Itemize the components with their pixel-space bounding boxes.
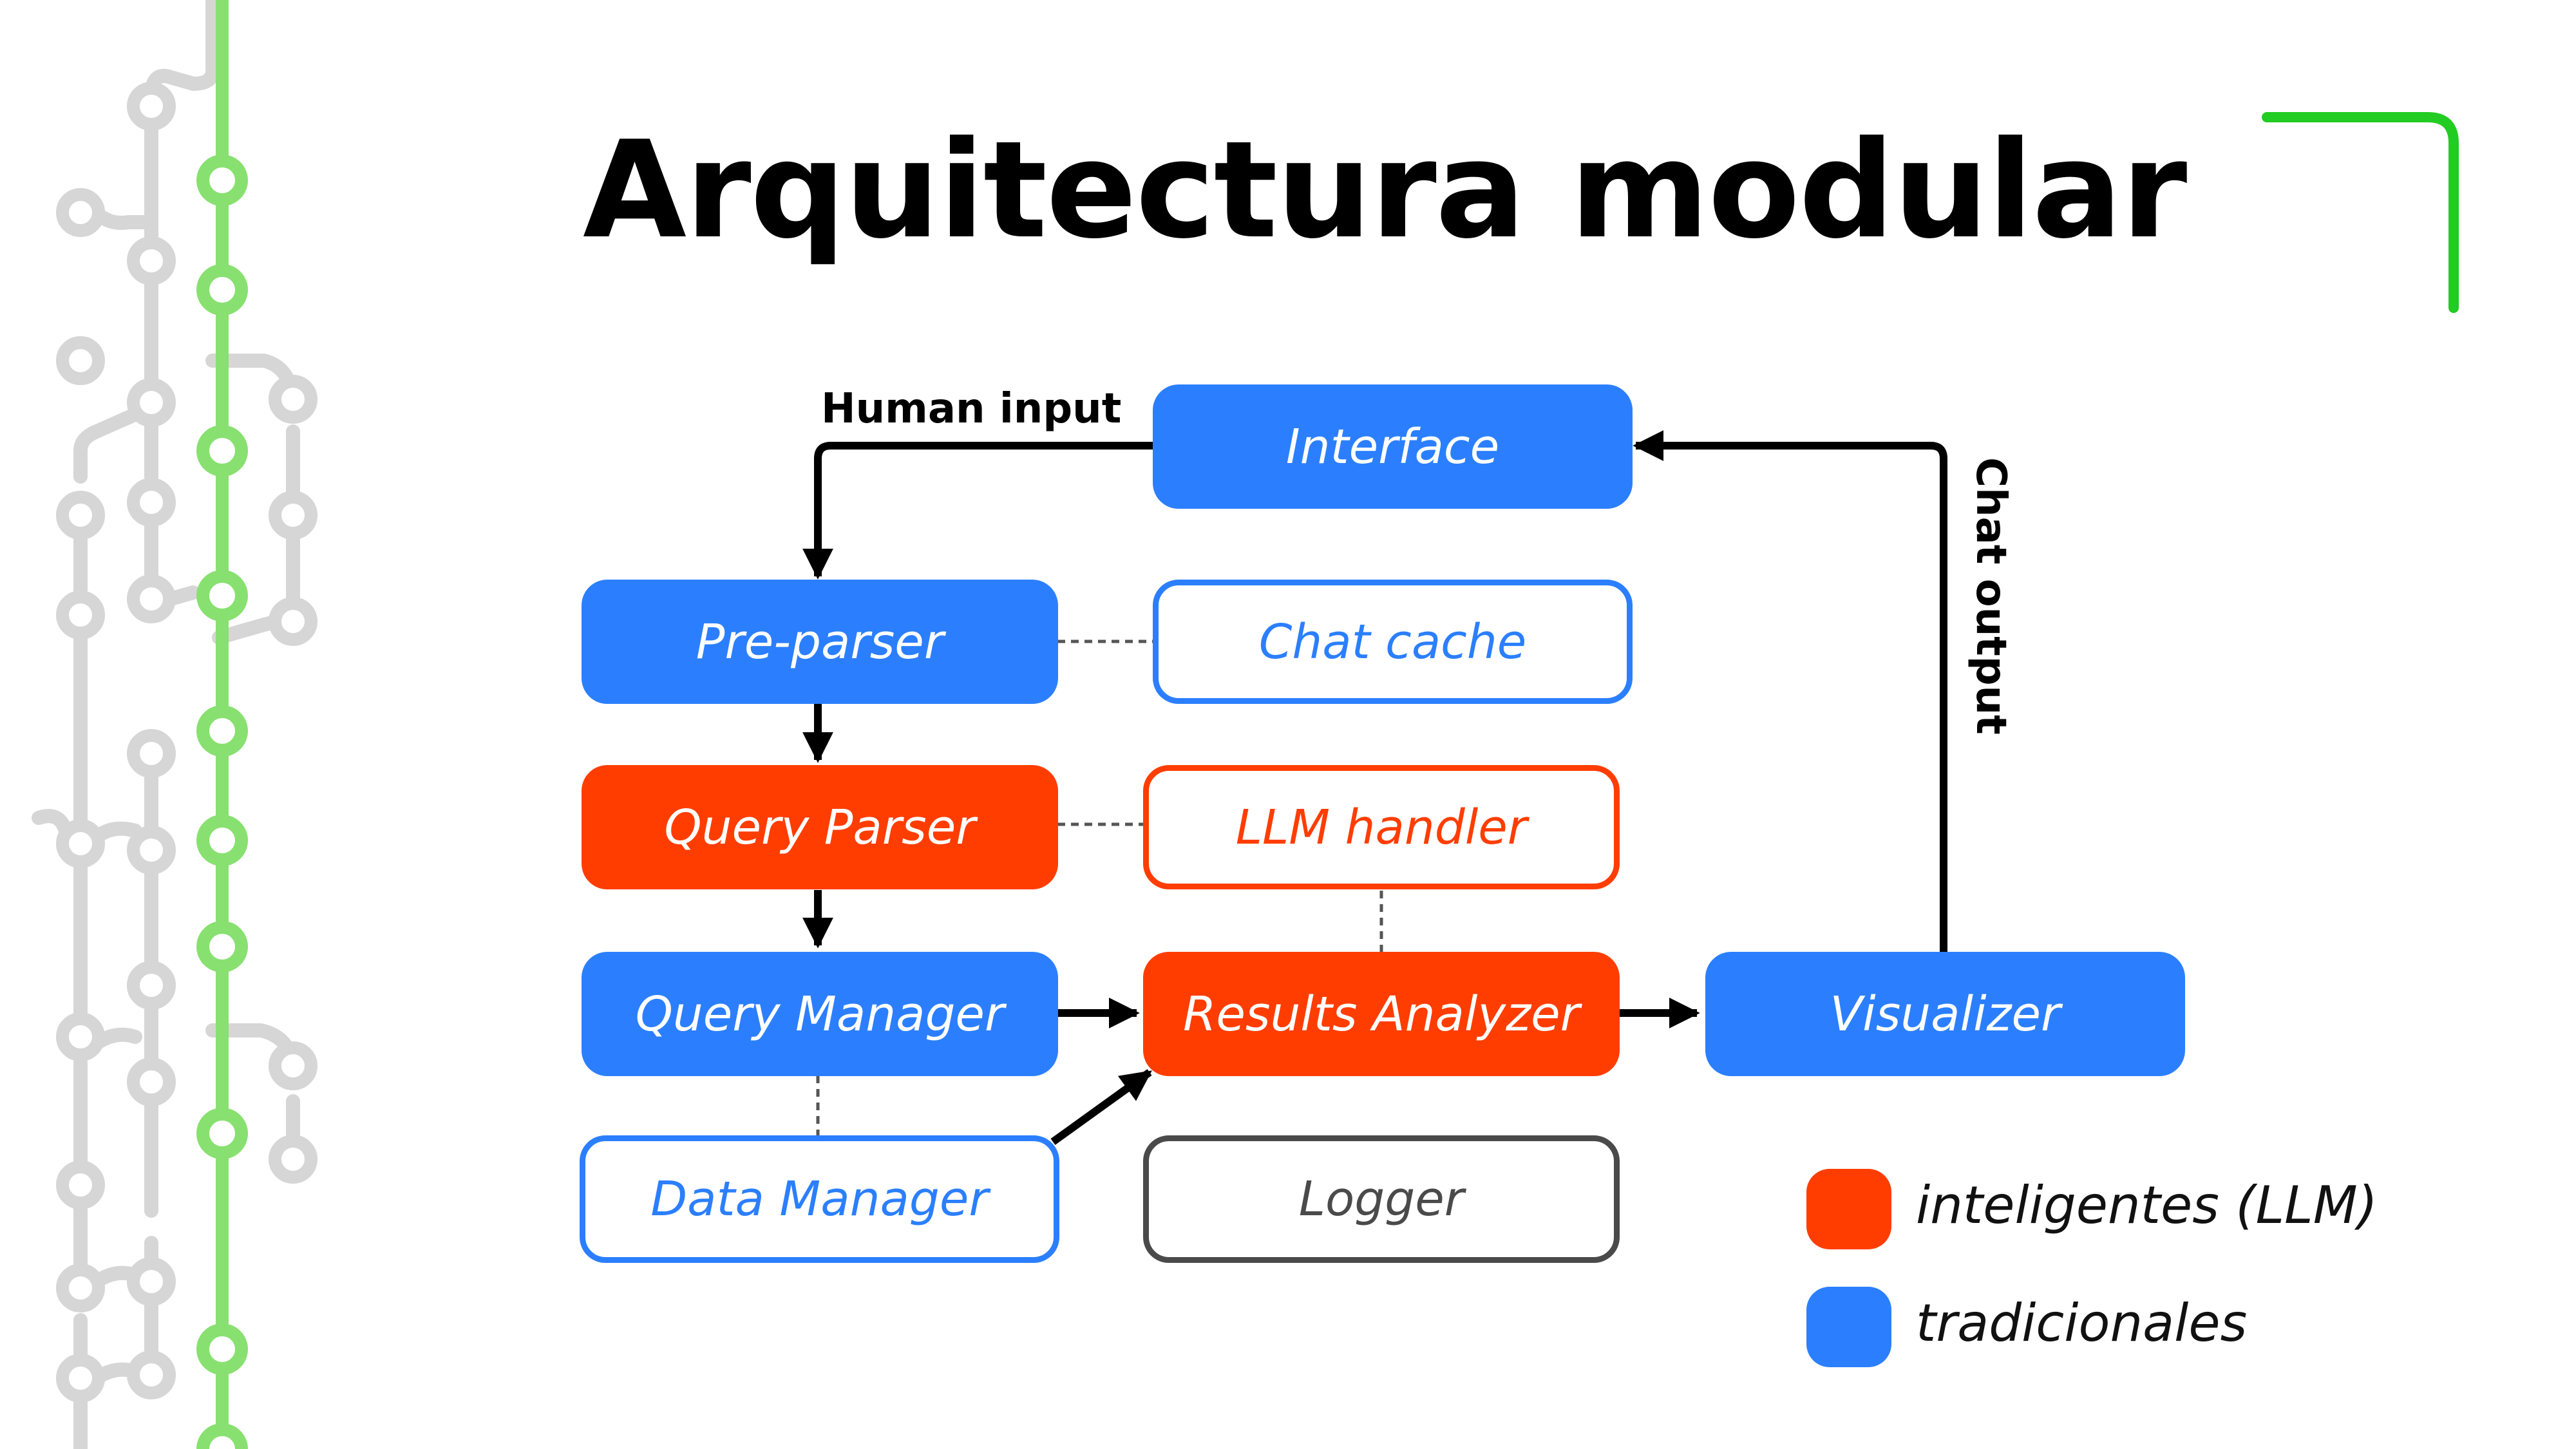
node-results-analyzer: Results Analyzer bbox=[1143, 952, 1620, 1076]
legend-label-llm: inteligentes (LLM) bbox=[1916, 1175, 2378, 1235]
page-title: Arquitectura modular bbox=[583, 113, 2187, 269]
legend-swatch-traditional bbox=[1806, 1287, 1891, 1367]
legend-swatch-llm bbox=[1806, 1169, 1891, 1249]
node-query-parser: Query Parser bbox=[582, 765, 1058, 889]
node-data-manager: Data Manager bbox=[580, 1135, 1059, 1263]
node-interface: Interface bbox=[1153, 384, 1633, 509]
human-input-label: Human input bbox=[821, 385, 1122, 433]
node-visualizer: Visualizer bbox=[1705, 952, 2185, 1076]
node-chat-cache: Chat cache bbox=[1153, 580, 1633, 704]
legend-label-traditional: tradicionales bbox=[1916, 1293, 2248, 1353]
node-query-manager: Query Manager bbox=[582, 952, 1058, 1076]
node-llm-handler: LLM handler bbox=[1143, 765, 1620, 889]
node-pre-parser: Pre-parser bbox=[582, 580, 1058, 704]
node-logger: Logger bbox=[1143, 1135, 1620, 1263]
arrow-interface-to-preparser bbox=[802, 442, 1153, 580]
circuit-decoration bbox=[32, 0, 317, 1449]
arrow-datamanager-to-results bbox=[1050, 1069, 1152, 1145]
arrow-visualizer-to-interface bbox=[1633, 430, 1947, 952]
chat-output-label: Chat output bbox=[1967, 457, 2014, 735]
